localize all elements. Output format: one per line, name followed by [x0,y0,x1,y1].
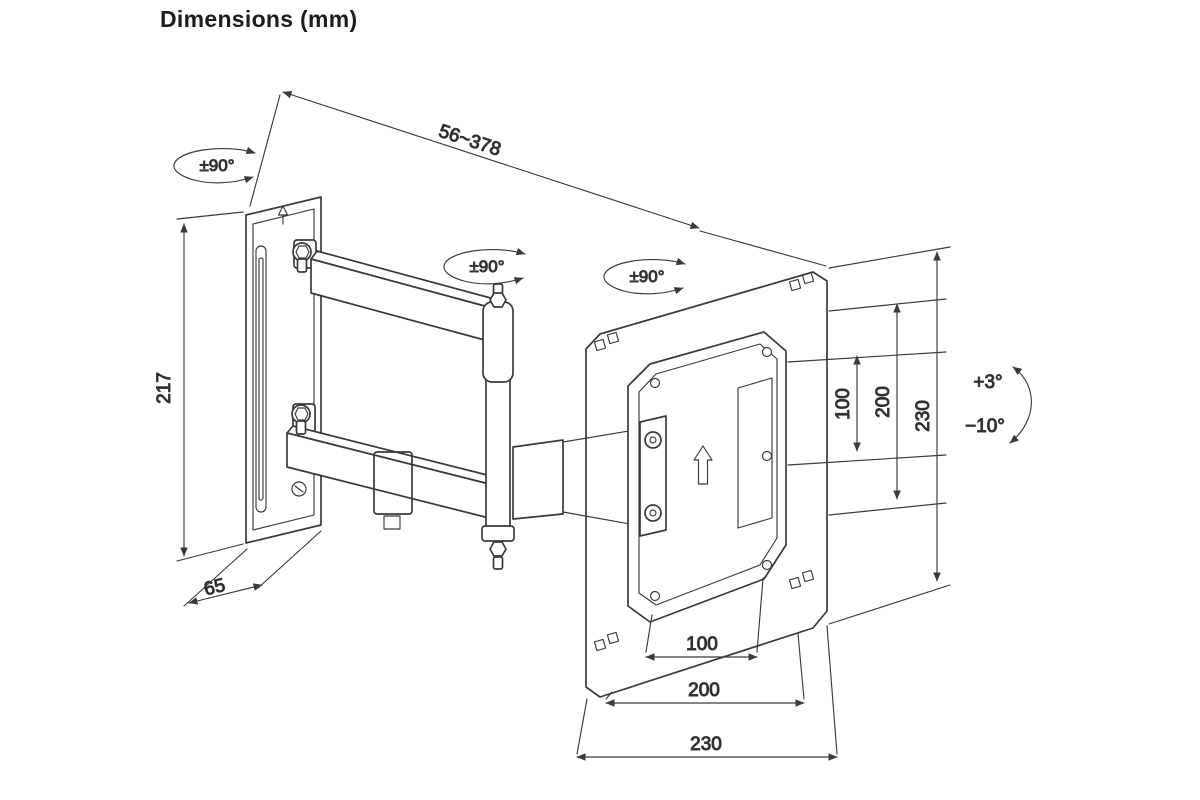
upper-pivot-bolt [296,258,308,273]
ext-line [787,454,947,466]
ext-line [828,298,947,312]
ext-line [797,633,805,700]
ext-line [828,246,951,269]
vesa-plate-slot-marks [593,271,815,652]
ext-line [699,230,827,267]
swivel-label-wall: ±90° [199,156,234,175]
ext-line [826,625,838,755]
page-title: Dimensions (mm) [160,6,357,32]
dim-line [282,91,700,229]
dim-label-wall-width: 65 [202,575,228,600]
ext-line [257,530,322,589]
ext-line [787,351,947,363]
dim-arm-extension: 56~378 [249,91,827,267]
dim-label-arm-extension: 56~378 [436,121,503,161]
swivel-label-elbow: ±90° [469,257,504,276]
dim-label-plate-height-230: 230 [913,400,934,432]
column-bottom-nut [489,541,507,557]
elbow-cylinder [482,301,514,383]
tilt-arc [1009,366,1032,444]
wall-plate-slot [255,245,267,513]
dim-right-vertical: 100 200 230 [787,246,951,625]
column-bottom-cap [481,525,515,542]
inner-plate-window [737,377,773,529]
upper-arm-front-face [310,258,493,343]
hinge-bolt-top-center [649,436,657,444]
swivel-arc [603,257,686,295]
elbow-column [481,283,515,570]
swivel-arc [173,146,256,184]
tilt-bracket-plate [512,439,564,520]
ext-line [605,691,613,700]
inner-plate [627,331,787,623]
dim-label-vesa-h-100: 100 [686,634,718,655]
cable-clip-hole [383,515,401,530]
ext-line [176,543,244,562]
plate-screw-slot [294,485,304,493]
dim-label-vesa-v-200: 200 [873,386,894,418]
swivel-arc [443,247,526,285]
ext-line [828,502,947,516]
dim-wall-plate-height: 217 [154,211,244,562]
dim-bottom-horizontal: 100 200 230 [576,577,838,761]
wall-plate-slot-inner [258,257,264,501]
dim-label-tilt-down: −10° [965,416,1005,437]
cable-clip [373,451,413,530]
dim-label-plate-width-230: 230 [690,734,722,755]
swivel-label-plate: ±90° [629,267,664,286]
ext-line [576,698,588,755]
ext-line [249,94,281,207]
swivel-indicator-wall: ±90° [173,146,256,184]
dim-label-tilt-up: +3° [973,372,1002,393]
lower-pivot-nut [294,407,309,421]
cable-clip-body [373,451,413,515]
dim-label-vesa-v-100: 100 [833,388,854,420]
column-bottom-bolt [492,556,504,570]
ext-line [176,211,244,220]
ext-line [645,614,653,653]
dim-label-vesa-h-200: 200 [688,680,720,701]
ext-line [828,584,951,625]
swivel-indicator-elbow: ±90° [443,247,526,285]
elbow-top-nut [489,292,507,308]
ext-line [756,577,764,653]
swivel-indicator-plate: ±90° [603,257,686,295]
lower-pivot-bolt [295,420,307,435]
wall-pivot-bolts [291,242,312,497]
upper-pivot-nut [295,245,310,259]
upper-arm [293,239,499,343]
dim-label-wall-height: 217 [154,372,175,404]
hinge-bolt-bottom-center [649,509,657,517]
dim-line [188,583,263,605]
orientation-up-arrow-icon [693,445,713,485]
dim-tilt: +3° −10° [965,366,1032,444]
drawing-root: 56~378 ±90° ±90° ±90° 217 65 [154,91,1032,761]
